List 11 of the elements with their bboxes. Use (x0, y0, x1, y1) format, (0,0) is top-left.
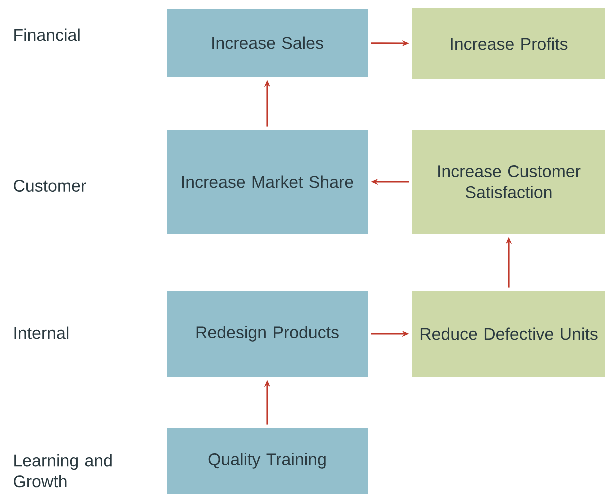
goal-box: Increase Sales (167, 9, 368, 77)
row-label: Financial (14, 28, 80, 42)
goal-box: Redesign Products (167, 291, 368, 377)
goal-box: Reduce Defective Units (412, 291, 605, 377)
goal-box: Increase Market Share (167, 130, 368, 234)
row-label: Learning and Growth (14, 454, 112, 488)
row-label: Internal (14, 326, 69, 340)
goal-box: Increase Customer Satisfaction (412, 130, 605, 234)
goal-box: Increase Profits (412, 8, 605, 80)
goal-box: Quality Training (167, 428, 368, 494)
row-label: Customer (14, 180, 86, 192)
